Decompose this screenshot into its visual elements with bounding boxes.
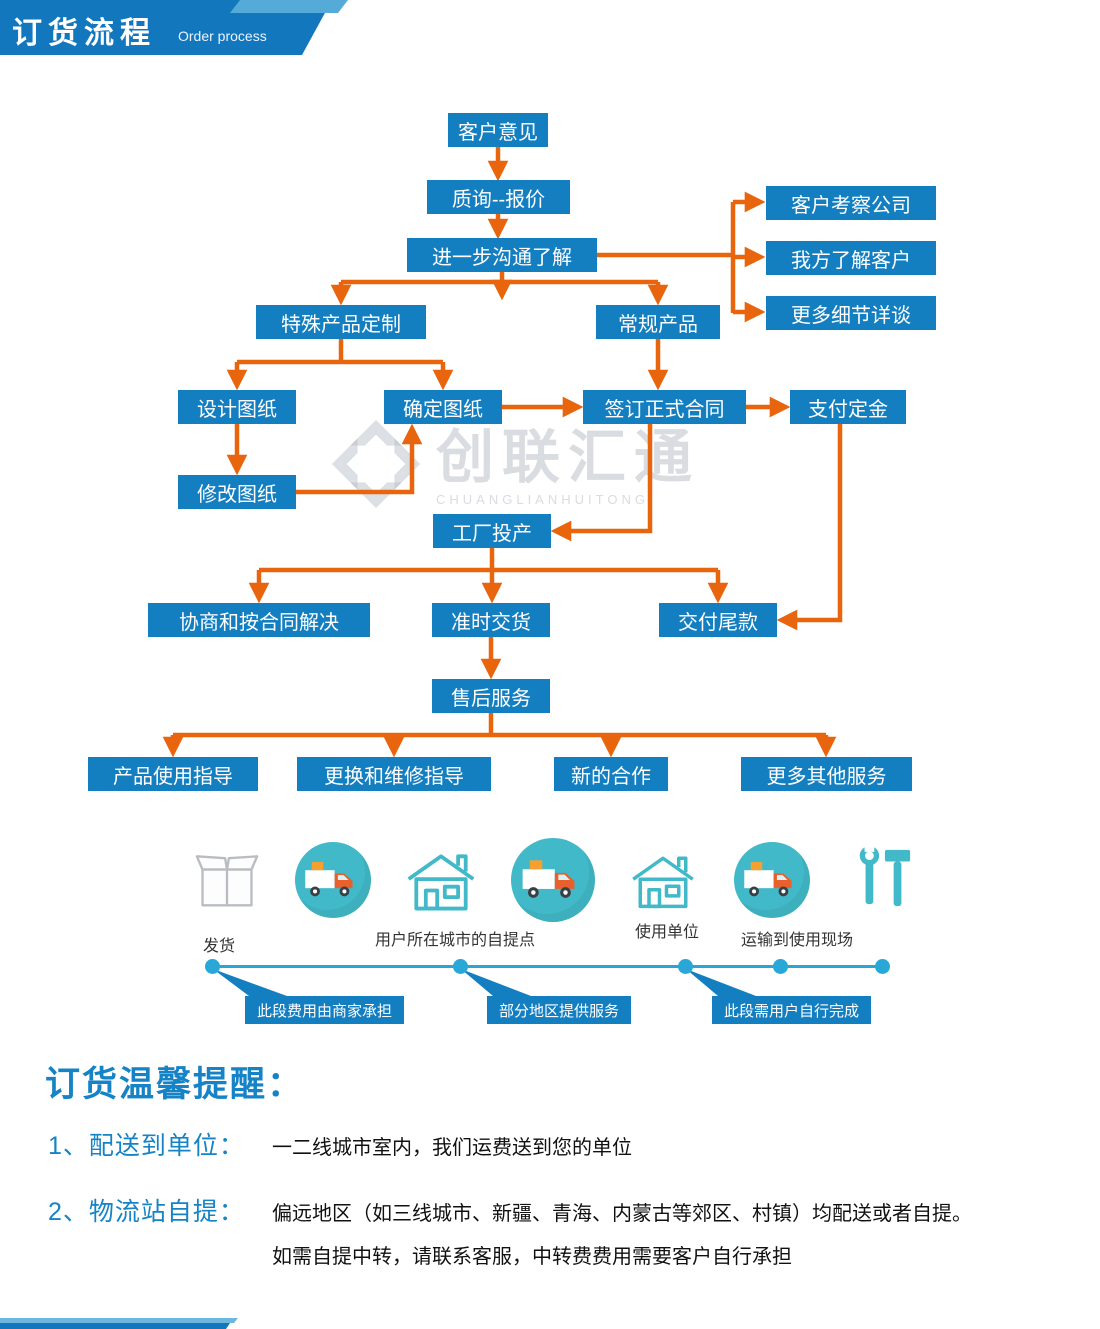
flow-node-special-product-custom: 特殊产品定制 [256,305,426,339]
timeline-dot [773,959,788,974]
header-accent-stripe [230,0,348,13]
timeline-dot [453,959,468,974]
brand-name-latin: CHUANGLIANHUITONG [436,491,649,507]
flow-node-pay-balance: 交付尾款 [659,603,777,637]
flow-node-customer-visit-company: 客户考察公司 [766,186,936,220]
flow-node-after-sales: 售后服务 [432,679,550,713]
flow-node-more-details-talk: 更多细节详谈 [766,296,936,330]
use-unit-house-icon [628,852,698,915]
timeline-line [212,965,882,968]
tools-icon [852,842,914,917]
ribbon-user-completes: 此段需用户自行完成 [712,996,872,1024]
flow-node-customer-opinion: 客户意见 [448,113,548,147]
timeline-dot [875,959,890,974]
reminder-item2-text: 偏远地区（如三线城市、新疆、青海、内蒙古等郊区、村镇）均配送或者自提。 [272,1203,972,1225]
flow-node-design-drawing: 设计图纸 [178,390,296,424]
flow-node-more-other-services: 更多其他服务 [741,757,912,791]
flow-node-inquiry-quote: 质询--报价 [427,180,570,214]
label-use-unit: 使用单位 [634,924,699,941]
timeline-dot [205,959,220,974]
flow-node-pay-deposit: 支付定金 [790,390,906,424]
brand-name: 创联汇通 [436,425,701,491]
bottom-accent-stripe [0,1318,238,1323]
flow-node-on-time-delivery: 准时交货 [432,603,550,637]
flow-node-regular-product: 常规产品 [596,305,720,339]
flow-node-further-communication: 进一步沟通了解 [407,238,597,272]
flow-node-replace-repair-guide: 更换和维修指导 [297,757,491,791]
label-ship: 发货 [202,938,235,955]
flow-node-factory-production: 工厂投产 [433,514,551,548]
brand-logo-icon [330,418,422,515]
brand-watermark: 创联汇通 CHUANGLIANHUITONG [330,418,770,515]
flow-node-we-know-customer: 我方了解客户 [766,241,936,275]
reminder-item1-text: 一二线城市室内，我们运费送到您的单位 [272,1137,632,1159]
reminder-item2-text2: 如需自提中转，请联系客服，中转费费用需要客户自行承担 [272,1246,792,1268]
flow-node-sign-formal-contract: 签订正式合同 [583,390,746,424]
flow-node-modify-drawing: 修改图纸 [178,475,296,509]
flow-node-new-cooperation: 新的合作 [554,757,668,791]
ribbon-merchant-pays: 此段费用由商家承担 [245,996,405,1024]
page-subtitle: Order process [178,28,267,44]
package-box-icon [195,846,259,915]
delivery-truck-icon [511,838,595,922]
pickup-house-icon [403,850,479,917]
reminder-item1-label: 1、配送到单位： [48,1132,245,1160]
timeline-dot [678,959,693,974]
delivery-truck-icon [734,842,810,918]
label-city-pickup: 用户所在城市的自提点 [374,932,535,949]
label-transport-site: 运输到使用现场 [740,932,853,949]
ribbon-partial-service: 部分地区提供服务 [487,996,632,1024]
bottom-bar [0,1323,230,1329]
delivery-truck-icon [295,842,371,918]
reminder-title: 订货温馨提醒： [45,1065,305,1104]
reminder-item2-label: 2、物流站自提： [48,1198,245,1226]
flow-node-negotiate-resolve: 协商和按合同解决 [148,603,370,637]
flow-node-product-usage-guide: 产品使用指导 [88,757,258,791]
flow-node-confirm-drawing: 确定图纸 [384,390,502,424]
page-title: 订货流程 [12,17,156,50]
